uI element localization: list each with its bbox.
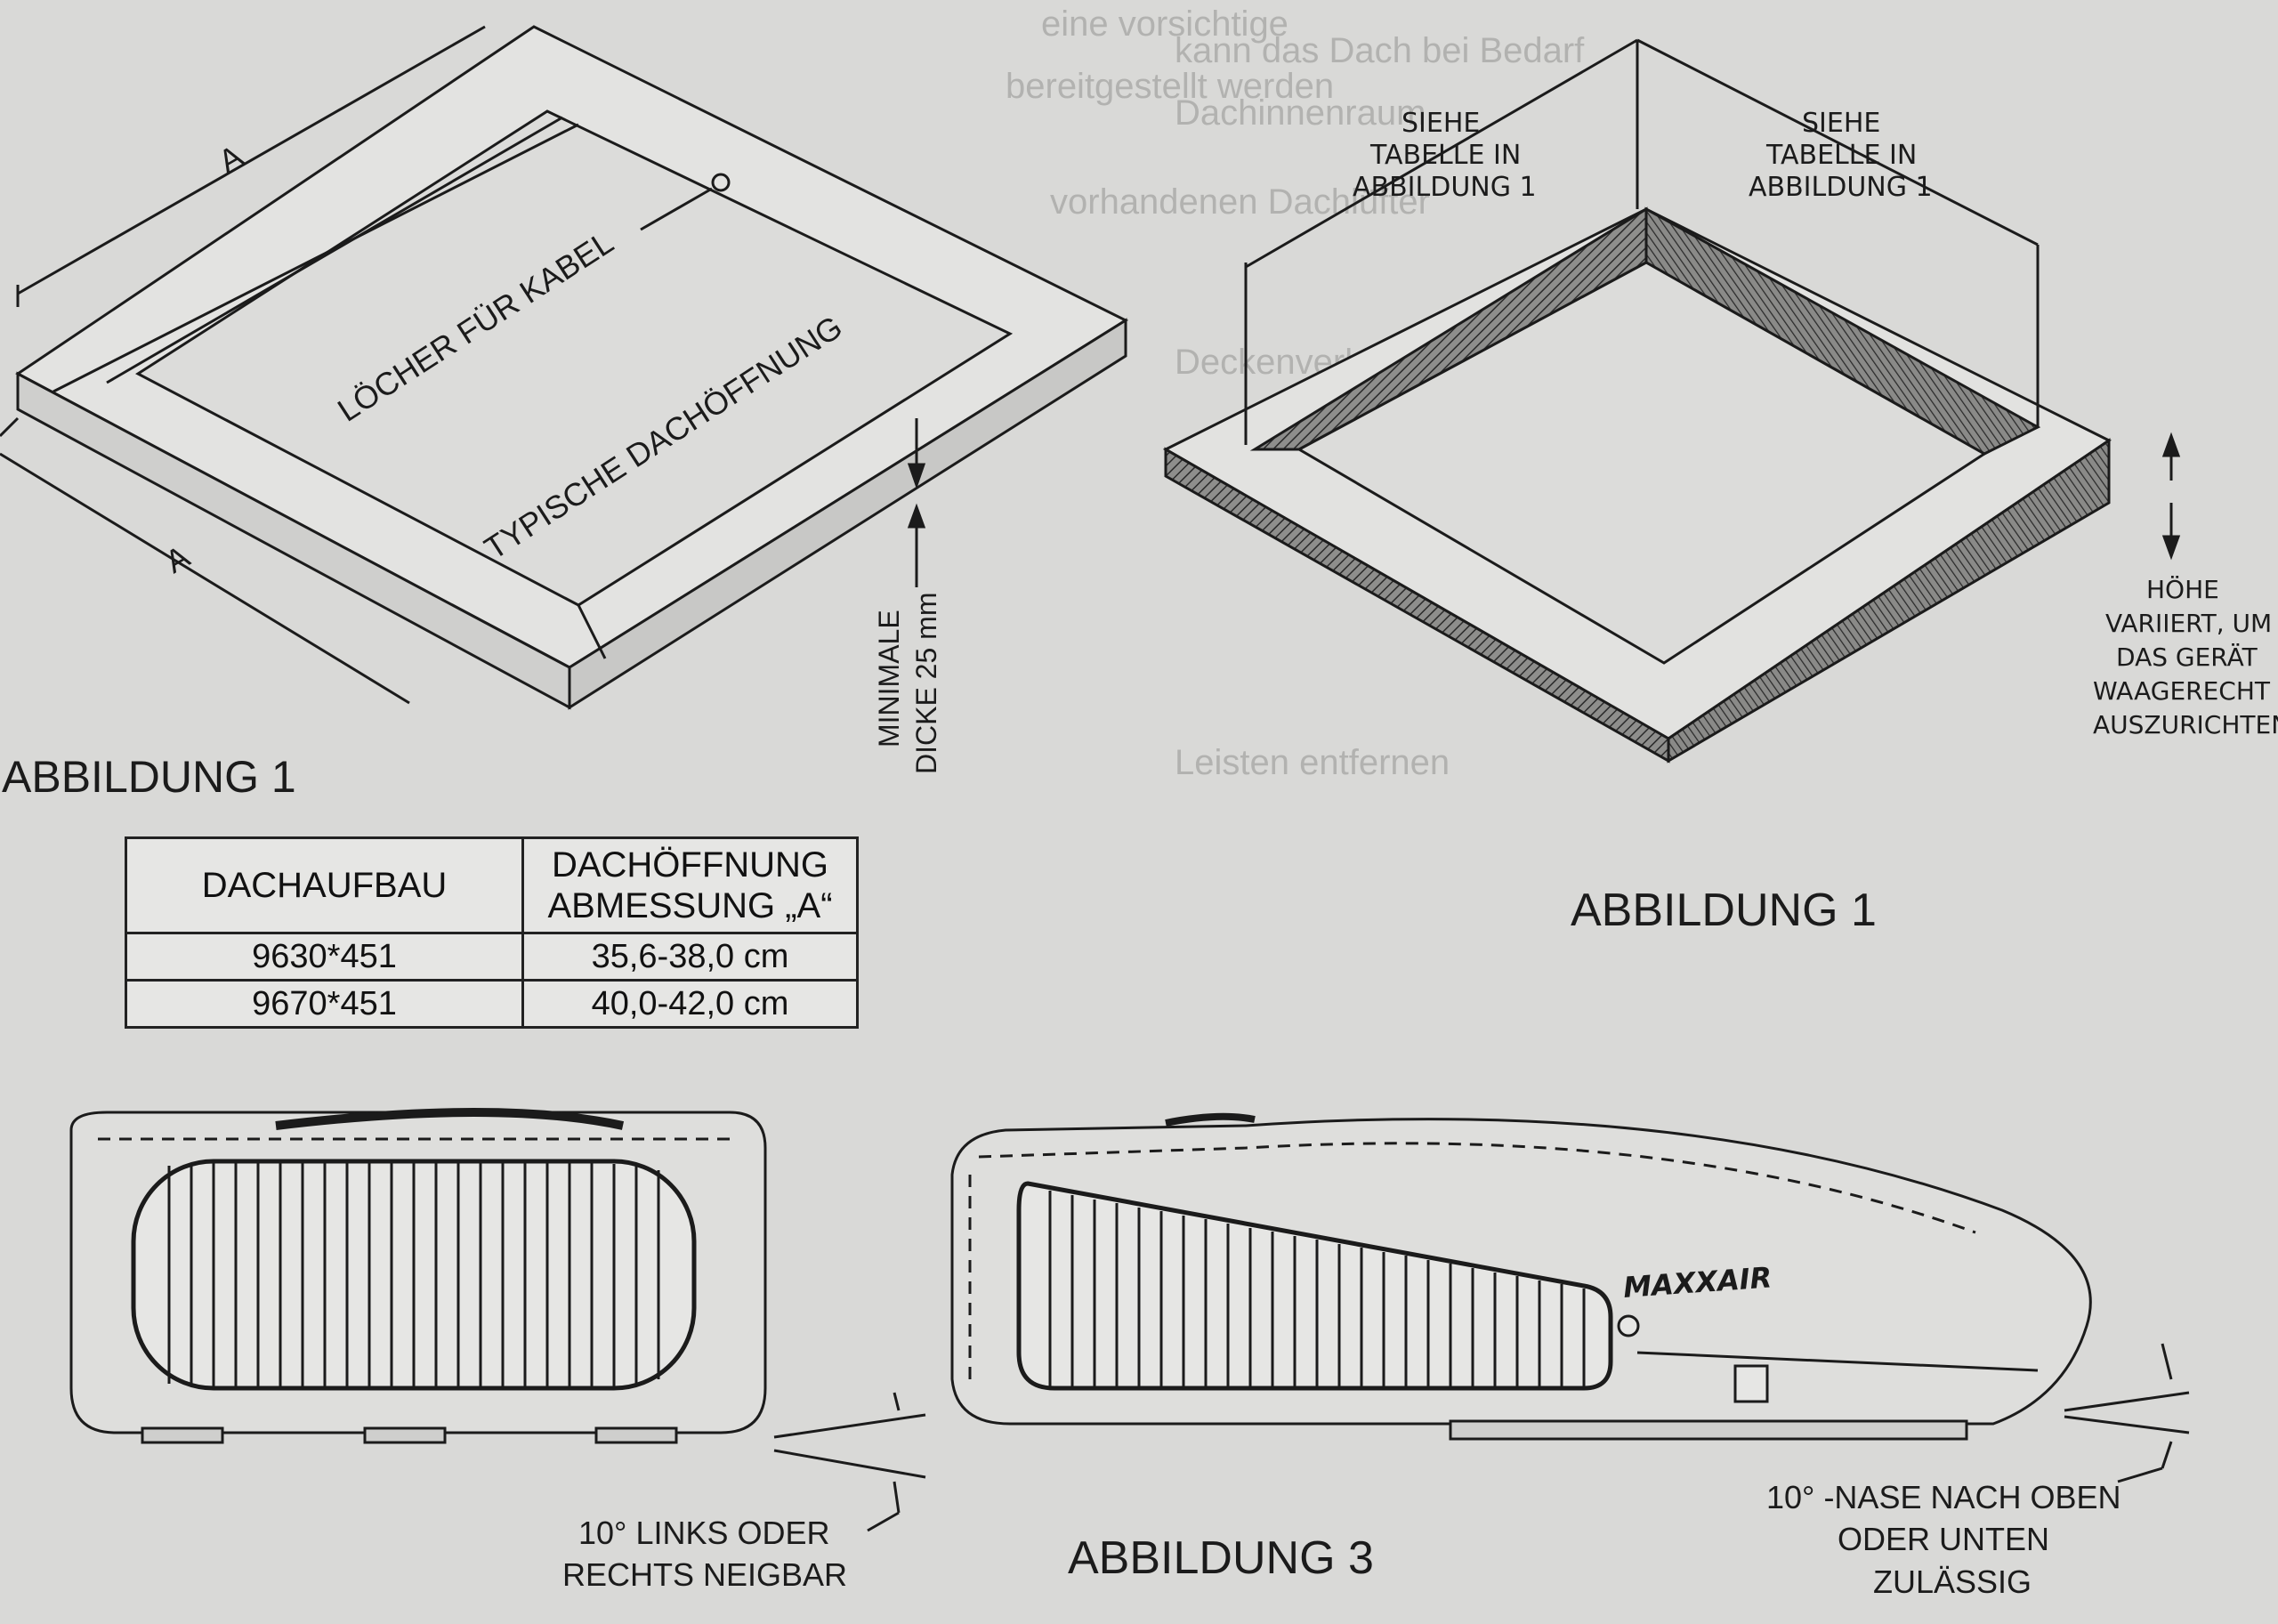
cell-model: 9630*451 bbox=[125, 932, 524, 982]
table-row: 9670*451 40,0-42,0 cm bbox=[125, 979, 859, 1029]
see-table-left-2: TABELLE IN bbox=[1369, 140, 1521, 171]
header-opening-line1: DACHÖFFNUNG bbox=[551, 845, 829, 885]
roof-opening bbox=[135, 109, 1014, 607]
height-note-4: WAAGERECHT bbox=[2093, 676, 2271, 706]
dim-a-top-label: A bbox=[213, 137, 249, 180]
min-thickness-line2: DICKE 25 mm bbox=[910, 593, 942, 774]
fig1-right-labels: SIEHE TABELLE IN ABBILDUNG 1 SIEHE TABEL… bbox=[1353, 108, 2278, 936]
cell-size: 35,6-38,0 cm bbox=[521, 932, 859, 982]
header-opening-size: DACHÖFFNUNG ABMESSUNG „A“ bbox=[521, 836, 859, 934]
header-roof-unit: DACHAUFBAU bbox=[125, 836, 524, 934]
see-table-right-3: ABBILDUNG 1 bbox=[1749, 172, 1933, 203]
side-grille-bars bbox=[1048, 1191, 1586, 1386]
bg-line-4: kann das Dach bei Bedarf bbox=[1175, 31, 1585, 70]
see-table-left-1: SIEHE bbox=[1402, 108, 1480, 139]
see-table-right-2: TABELLE IN bbox=[1765, 140, 1917, 171]
tilt-nose-line1: 10° -NASE NACH OBEN bbox=[1766, 1479, 2121, 1515]
tilt-side-line2: RECHTS NEIGBAR bbox=[562, 1556, 847, 1593]
cable-hole bbox=[711, 173, 731, 192]
height-note-2: VARIIERT, UM bbox=[2105, 609, 2272, 638]
height-note-5: AUSZURICHTEN bbox=[2093, 710, 2278, 739]
fig1-right-drawing bbox=[1162, 38, 2181, 764]
bg-line-7: Leisten entfernen bbox=[1175, 743, 1450, 782]
dimension-table: DACHAUFBAU DACHÖFFNUNG ABMESSUNG „A“ 963… bbox=[125, 836, 859, 1029]
bg-line-1: eine vorsichtige bbox=[1041, 4, 1288, 44]
roof-frame-front-right bbox=[568, 318, 1127, 710]
tilt-nose-line3: ZULÄSSIG bbox=[1873, 1563, 2032, 1600]
tilt-nose-line2: ODER UNTEN bbox=[1838, 1521, 2049, 1557]
bg-line-5: Dachinnenraum bbox=[1175, 93, 1426, 133]
cell-size: 40,0-42,0 cm bbox=[521, 979, 859, 1029]
fig1-left-caption: ABBILDUNG 1 bbox=[2, 752, 296, 802]
fig3-front-view bbox=[69, 1108, 926, 1532]
fig3-side-labels: MAXXAIR 10° -NASE NACH OBEN ODER UNTEN Z… bbox=[1068, 1260, 2121, 1600]
side-grille bbox=[1016, 1181, 1613, 1391]
fig1-right-caption: ABBILDUNG 1 bbox=[1571, 885, 1877, 936]
cell-model: 9670*451 bbox=[125, 979, 524, 1029]
height-note-3: DAS GERÄT bbox=[2116, 642, 2258, 672]
bg-line-2: bereitgestellt werden bbox=[1006, 67, 1334, 106]
table-row: 9630*451 35,6-38,0 cm bbox=[125, 932, 859, 982]
front-grille-bars bbox=[167, 1162, 660, 1388]
shim-front-right bbox=[1667, 438, 2111, 764]
fig3-caption: ABBILDUNG 3 bbox=[1068, 1532, 1374, 1584]
fig3-side-view bbox=[950, 1112, 2190, 1483]
dim-a-bottom-label: A bbox=[159, 537, 196, 580]
height-note-1: HÖHE bbox=[2146, 574, 2219, 604]
see-table-left-3: ABBILDUNG 1 bbox=[1353, 172, 1537, 203]
header-opening-line2: ABMESSUNG „A“ bbox=[547, 886, 833, 925]
shim-inner-floor bbox=[1296, 261, 1987, 665]
fig3-front-labels: 10° LINKS ODER RECHTS NEIGBAR bbox=[562, 1515, 847, 1593]
min-thickness-line1: MINIMALE bbox=[873, 610, 905, 747]
tilt-side-line1: 10° LINKS ODER bbox=[578, 1515, 830, 1551]
see-table-right-1: SIEHE bbox=[1802, 108, 1880, 139]
table-header-row: DACHAUFBAU DACHÖFFNUNG ABMESSUNG „A“ bbox=[125, 836, 859, 934]
fig1-left-drawing bbox=[0, 25, 1129, 710]
bg-line-3: vorhandenen Dachlüfter bbox=[1050, 182, 1430, 222]
